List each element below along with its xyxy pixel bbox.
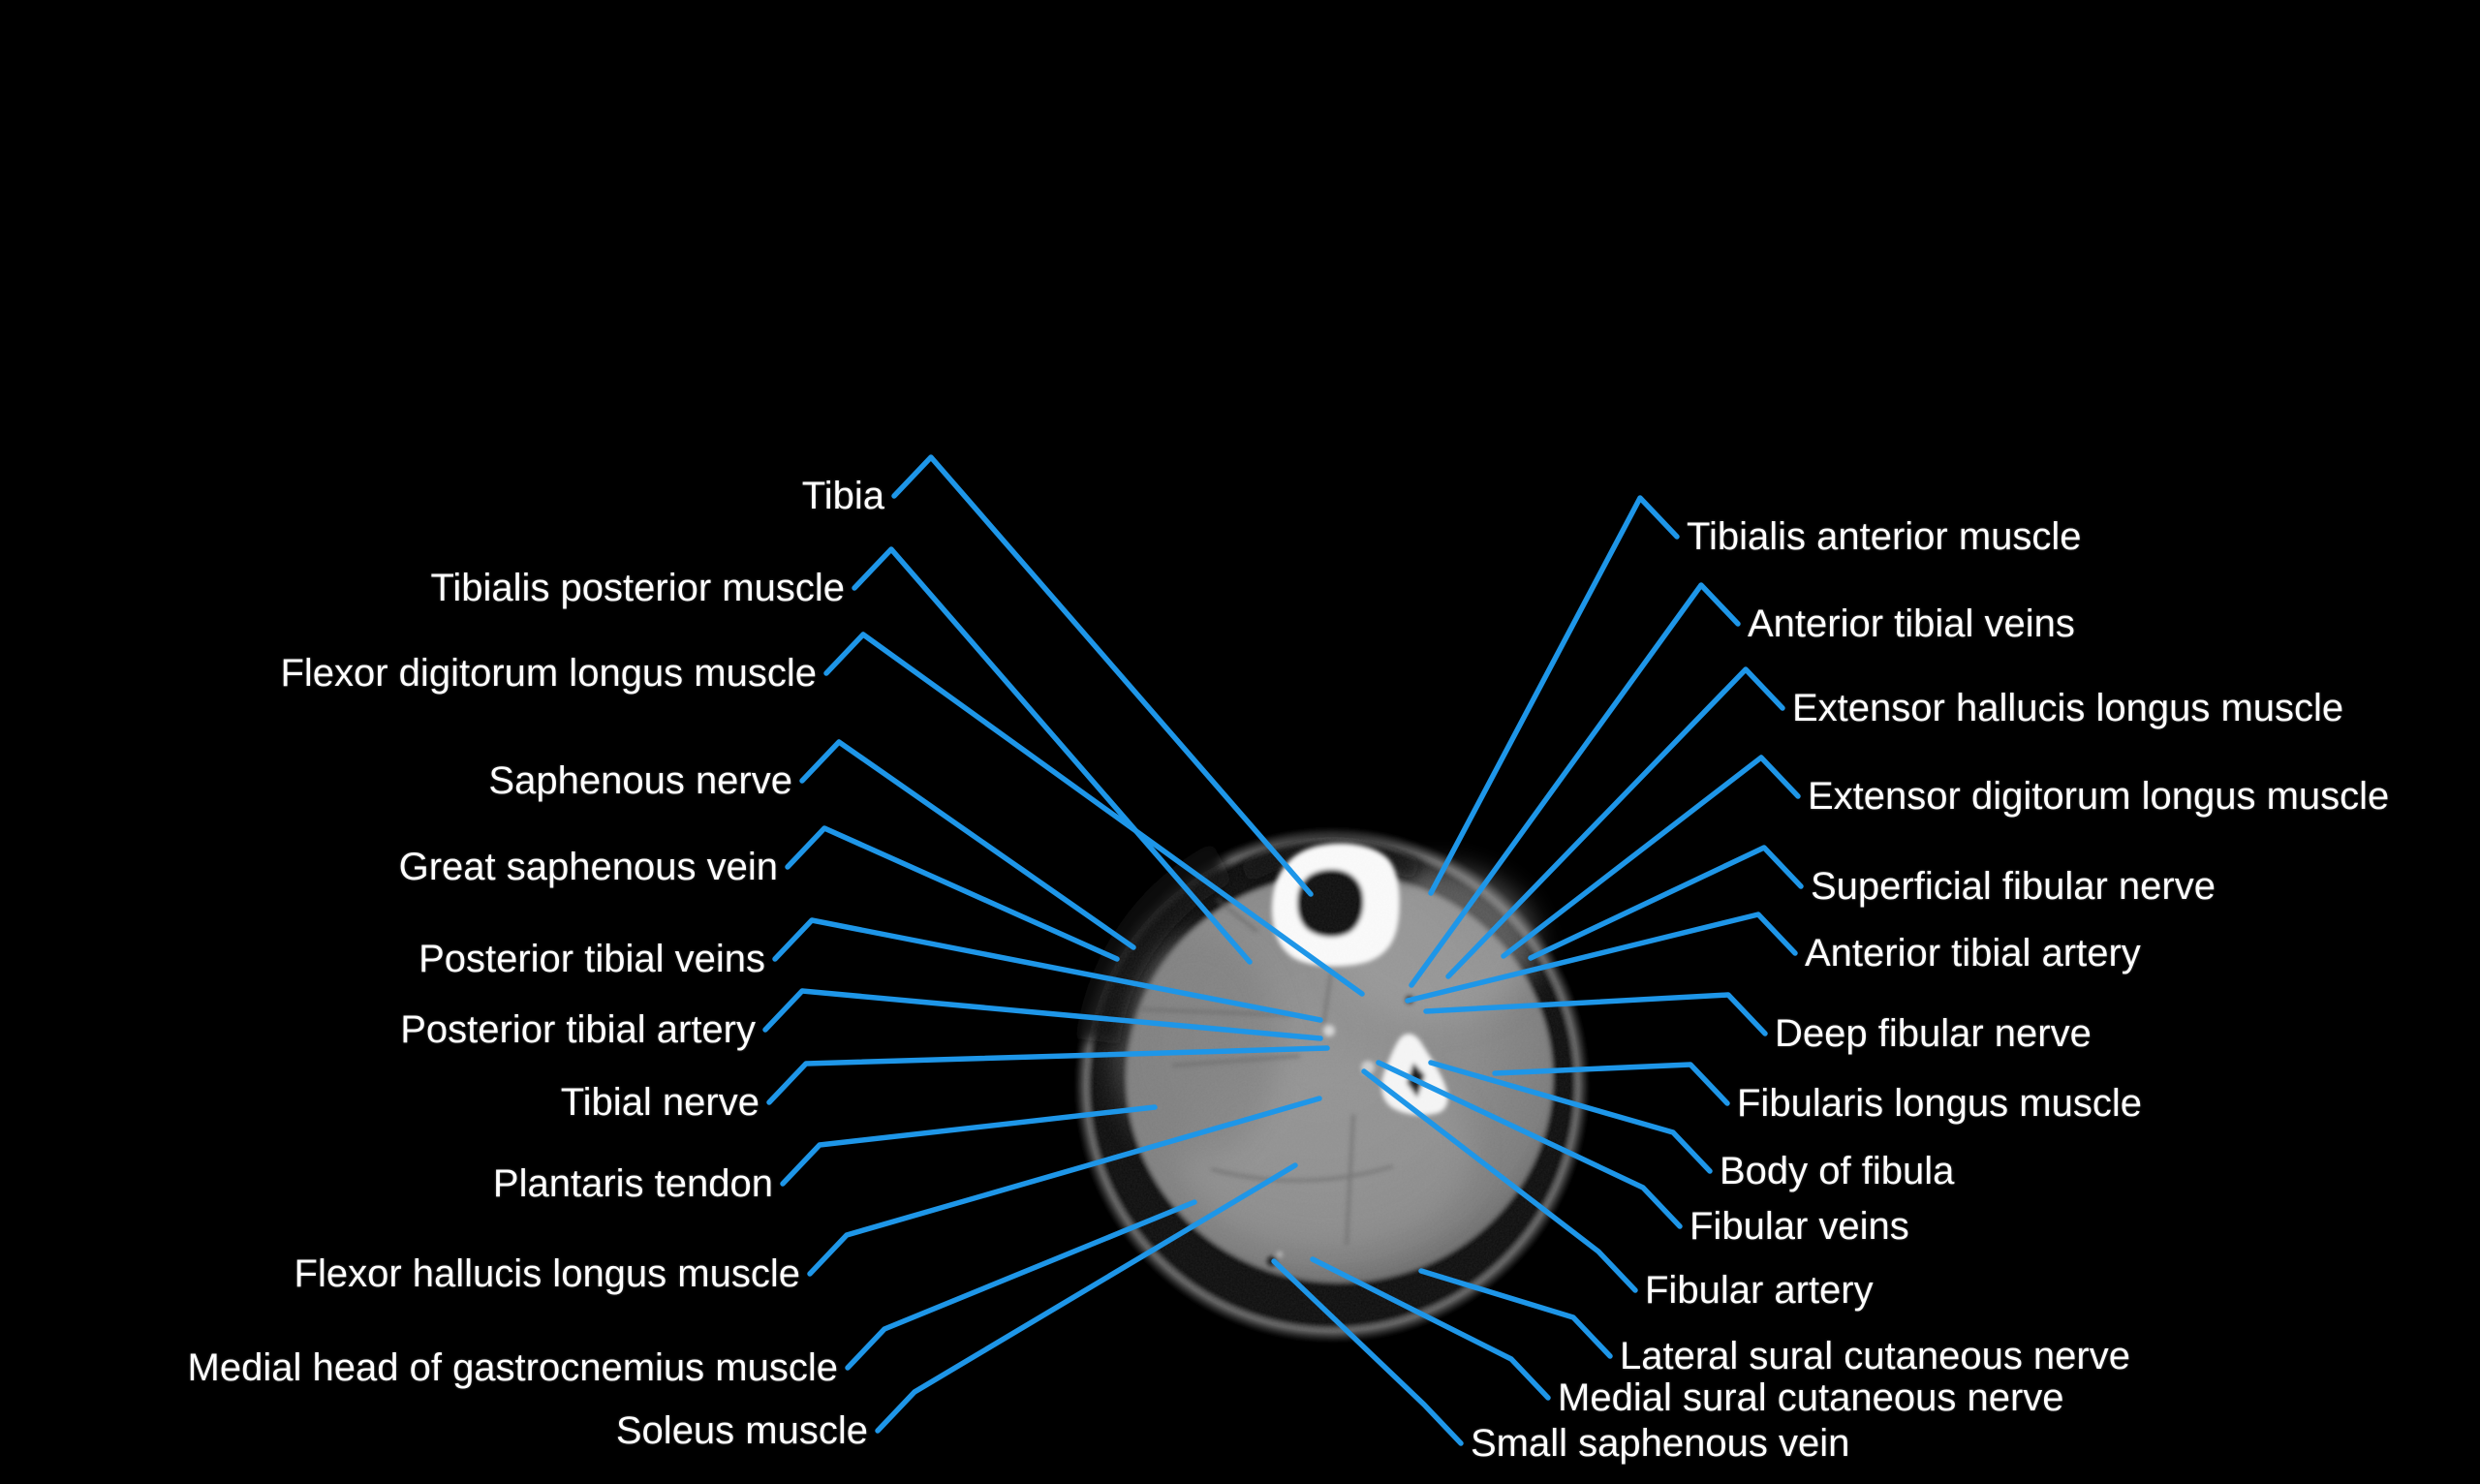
leader-line-extensor-digitorum-longus-muscle — [1501, 755, 1801, 959]
leader-line-saphenous-nerve — [799, 739, 1136, 950]
leader-line-medial-sural-cutaneous-nerve — [1310, 1256, 1551, 1401]
leader-line-fibular-veins — [1376, 1060, 1683, 1229]
leader-line-tibialis-anterior-muscle — [1428, 495, 1680, 896]
leader-lines — [762, 454, 1804, 1446]
leader-line-flexor-hallucis-longus-muscle — [807, 1096, 1322, 1277]
leader-line-medial-head-of-gastrocnemius-muscle — [845, 1199, 1197, 1371]
leader-line-tibia — [891, 454, 1314, 897]
leader-line-posterior-tibial-artery — [762, 988, 1323, 1041]
leader-line-fibularis-longus-muscle — [1492, 1062, 1730, 1106]
leader-line-great-saphenous-vein — [785, 825, 1120, 962]
leader-line-fibular-artery — [1361, 1068, 1638, 1293]
leader-line-deep-fibular-nerve — [1423, 992, 1768, 1036]
leader-line-anterior-tibial-artery — [1405, 912, 1798, 1004]
skin-outer-edge — [1077, 830, 1587, 1340]
leader-line-flexor-digitorum-longus-muscle — [823, 632, 1365, 997]
leader-line-lateral-sural-cutaneous-nerve — [1418, 1268, 1613, 1359]
leader-line-tibial-nerve — [766, 1045, 1330, 1105]
leader-line-posterior-tibial-veins — [772, 917, 1323, 1023]
leader-line-soleus-muscle — [875, 1162, 1298, 1434]
leader-line-extensor-hallucis-longus-muscle — [1445, 666, 1785, 979]
ct-noise-texture — [1084, 837, 1580, 1333]
leader-line-body-of-fibula — [1428, 1060, 1713, 1174]
leader-line-small-saphenous-vein — [1271, 1258, 1464, 1446]
leader-line-anterior-tibial-veins — [1409, 582, 1741, 988]
leader-line-plantaris-tendon — [780, 1104, 1158, 1187]
leader-line-superficial-fibular-nerve — [1528, 845, 1804, 961]
